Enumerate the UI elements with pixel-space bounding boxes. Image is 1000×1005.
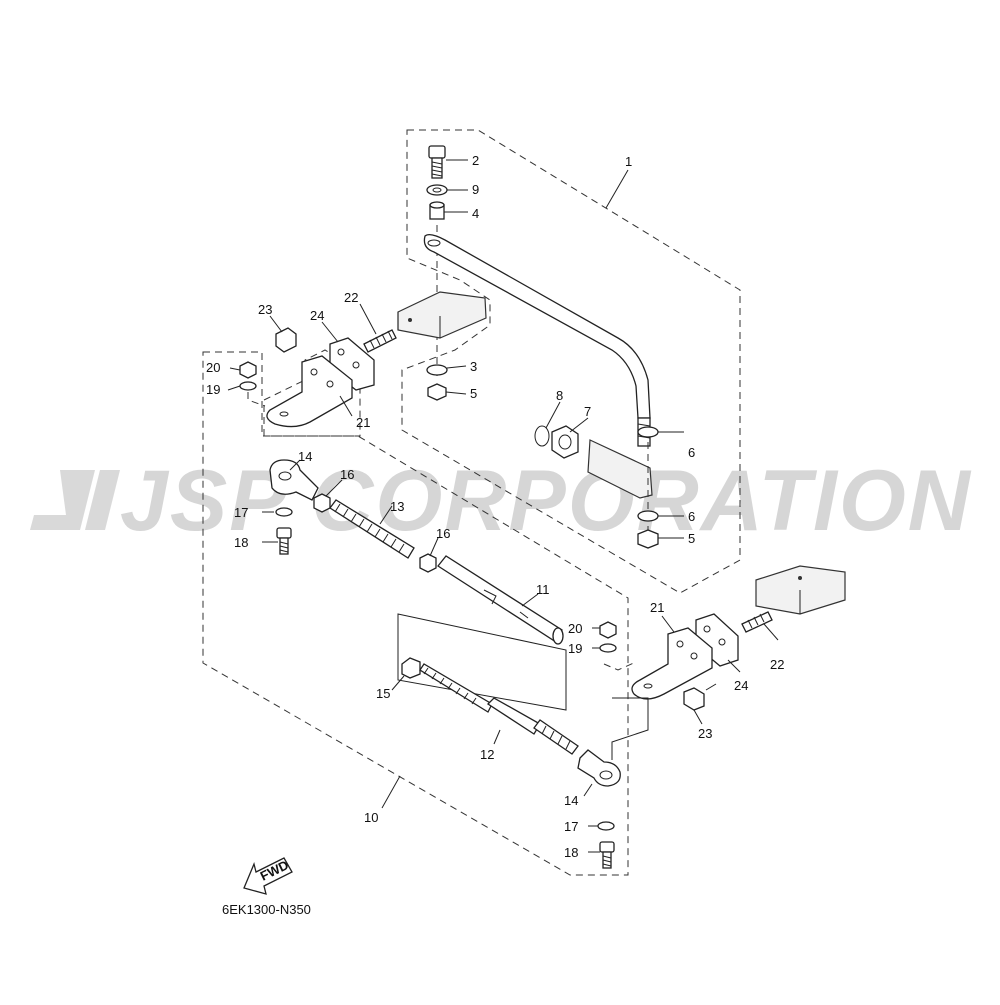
callout-18-right: 18	[564, 845, 578, 860]
callout-24-lower: 24	[734, 678, 748, 693]
callout-2: 2	[472, 153, 479, 168]
fwd-arrow-icon	[243, 857, 293, 895]
washer-9	[426, 184, 448, 196]
callout-23-lower: 23	[698, 726, 712, 741]
callout-22-upper: 22	[344, 290, 358, 305]
washer-19-lower	[599, 643, 617, 653]
lower-link-plate	[587, 439, 653, 499]
washer-19-upper	[239, 381, 257, 391]
diagram-code: 6EK1300-N350	[222, 902, 311, 917]
stud-22-upper	[363, 329, 397, 353]
washer-6-lower	[637, 510, 659, 522]
callout-13: 13	[390, 499, 404, 514]
callout-22-lower: 22	[770, 657, 784, 672]
nut-23-upper	[275, 327, 297, 353]
mount-block-upper	[397, 291, 487, 339]
group-11-bracket	[397, 613, 567, 711]
callout-6-lower: 6	[688, 509, 695, 524]
callout-4: 4	[472, 206, 479, 221]
rod-end-14-right	[577, 749, 621, 787]
callout-14-left: 14	[298, 449, 312, 464]
threaded-rod-12	[419, 663, 579, 755]
watermark-text: JSP CORPORATION	[120, 453, 972, 549]
callout-19-lower: 19	[568, 641, 582, 656]
nut-23-lower	[683, 687, 705, 711]
callout-7: 7	[584, 404, 591, 419]
callout-14-right: 14	[564, 793, 578, 808]
callout-15: 15	[376, 686, 390, 701]
bolt-18-left	[276, 527, 292, 555]
callout-21-upper: 21	[356, 415, 370, 430]
washer-17-left	[275, 507, 293, 517]
assembly-10-outline	[202, 351, 629, 876]
washer-6-upper	[637, 426, 659, 438]
nut-20-lower	[599, 621, 617, 639]
nut-15	[401, 657, 421, 679]
bracket-21-upper	[266, 355, 353, 428]
callout-20-upper: 20	[206, 360, 220, 375]
leader-23-lower	[705, 683, 717, 691]
callout-3: 3	[470, 359, 477, 374]
bracket-21-lower	[631, 627, 713, 700]
sleeve-11	[437, 555, 564, 645]
callout-16-right: 16	[436, 526, 450, 541]
stud-22-lower	[741, 611, 773, 633]
callout-23-upper: 23	[258, 302, 272, 317]
nut-16-left	[313, 493, 331, 513]
nut-16-right	[419, 553, 437, 573]
collar-4	[429, 201, 445, 220]
washer-17-right	[597, 821, 615, 831]
callout-24-upper: 24	[310, 308, 324, 323]
callout-17-right: 17	[564, 819, 578, 834]
callout-10: 10	[364, 810, 378, 825]
callout-20-lower: 20	[568, 621, 582, 636]
nut-7	[551, 425, 579, 459]
leader-bracket-lower	[611, 697, 649, 760]
axis-line-19-lower	[603, 661, 637, 671]
rod-end-14-left	[269, 459, 319, 501]
threaded-rod-13	[329, 499, 415, 559]
watermark-logo-icon	[30, 470, 120, 530]
washer-3	[426, 364, 448, 376]
nut-20-upper	[239, 361, 257, 379]
callout-1: 1	[625, 154, 632, 169]
callout-6-upper: 6	[688, 445, 695, 460]
axis-line-19	[247, 392, 266, 407]
assembly-1-outline	[401, 129, 741, 594]
callout-17-left: 17	[234, 505, 248, 520]
o-ring-8	[534, 425, 550, 447]
tie-bar-1	[423, 234, 651, 447]
callout-5-upper: 5	[470, 386, 477, 401]
callout-16-left: 16	[340, 467, 354, 482]
bracket-21-outline	[263, 349, 361, 437]
callout-8: 8	[556, 388, 563, 403]
nut-5-upper	[427, 383, 447, 401]
leader-lines	[227, 159, 779, 853]
callout-11: 11	[536, 582, 550, 597]
callout-18-left: 18	[234, 535, 248, 550]
bolt-18-right	[599, 841, 615, 869]
nut-5-lower	[637, 529, 659, 549]
callout-12: 12	[480, 747, 494, 762]
mount-block-lower	[755, 565, 846, 615]
callout-5-lower: 5	[688, 531, 695, 546]
callout-21-lower: 21	[650, 600, 664, 615]
callout-19-upper: 19	[206, 382, 220, 397]
callout-9: 9	[472, 182, 479, 197]
bolt-2	[428, 145, 446, 179]
